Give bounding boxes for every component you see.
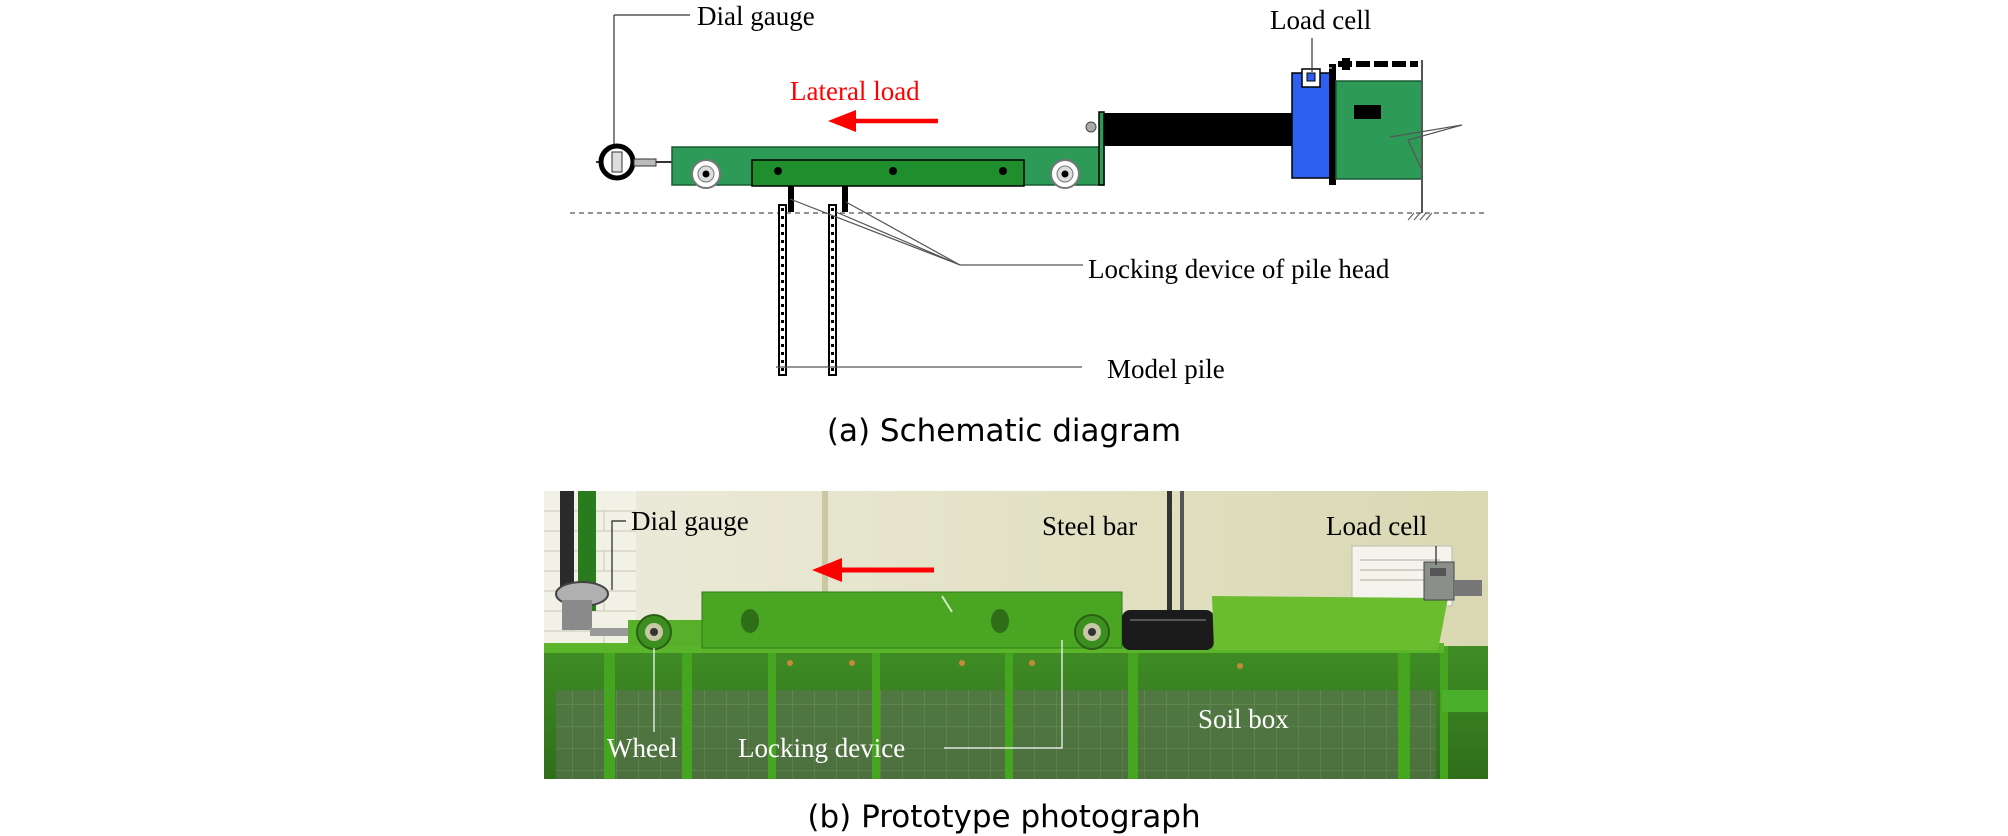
photo-dial-gauge-label: Dial gauge xyxy=(631,506,749,536)
bolt-icon xyxy=(889,167,897,175)
photo-nuts xyxy=(787,660,1243,669)
bolt-icon xyxy=(999,167,1007,175)
steel-bar xyxy=(1104,113,1292,146)
wall-pipe xyxy=(1180,491,1184,621)
locking-device-label: Locking device of pile head xyxy=(1088,254,1390,284)
pile-head-lock-right xyxy=(842,186,848,212)
photo-dial-gauge-leader xyxy=(611,520,626,590)
photo-wheel-left xyxy=(636,614,672,650)
photo-load-cell-label: Load cell xyxy=(1326,511,1427,541)
reaction-block xyxy=(1335,80,1423,180)
model-pile-left xyxy=(778,204,787,376)
soil-box-label: Soil box xyxy=(1198,704,1289,734)
photo-bolts xyxy=(741,609,1009,633)
load-cell-body xyxy=(1291,72,1331,179)
photo-load-cell xyxy=(1423,561,1455,601)
nut-icon xyxy=(1085,121,1097,133)
photo-wheel-right xyxy=(1074,614,1110,650)
photo-dial-gauge xyxy=(555,491,638,636)
load-cell-flange xyxy=(1329,64,1336,185)
wheel-left xyxy=(691,159,721,189)
steel-bar-label: Steel bar xyxy=(1042,511,1137,541)
door-frame xyxy=(822,491,828,601)
wheel-label: Wheel xyxy=(607,733,677,763)
model-pile-right xyxy=(828,204,837,376)
wall-pipe xyxy=(1167,491,1172,621)
side-frame xyxy=(1442,690,1488,712)
schematic-dial-gauge-label: Dial gauge xyxy=(697,1,815,31)
locking-plate xyxy=(751,159,1025,187)
lateral-load-arrow-icon xyxy=(828,110,938,132)
photo-locking-device-label: Locking device xyxy=(738,733,905,763)
schematic-load-cell-label: Load cell xyxy=(1270,5,1371,35)
end-plate xyxy=(1098,111,1105,186)
photo-locking-plate xyxy=(701,591,1123,649)
caption-photograph: (b) Prototype photograph xyxy=(807,799,1200,835)
wheel-right xyxy=(1050,159,1080,189)
caption-schematic: (a) Schematic diagram xyxy=(827,413,1181,449)
dial-gauge xyxy=(596,14,690,181)
soil-mesh xyxy=(556,690,1436,779)
fixed-support-icon xyxy=(1407,212,1433,221)
lateral-load-label: Lateral load xyxy=(790,76,920,106)
soil-box-ribs xyxy=(604,646,1448,779)
bolt-icon xyxy=(774,167,782,175)
model-pile-label: Model pile xyxy=(1107,354,1225,384)
photo-lateral-load-arrow-icon xyxy=(812,558,934,582)
photo-locking-device-leader xyxy=(944,640,1063,749)
prototype-photograph: Dial gauge Steel bar Load cell Soil box … xyxy=(544,491,1488,835)
photo-reaction-frame xyxy=(1212,596,1448,650)
schematic-diagram: Dial gauge xyxy=(570,1,1485,449)
photo-steel-bar xyxy=(1122,610,1214,650)
locking-device-leader xyxy=(789,198,1083,266)
